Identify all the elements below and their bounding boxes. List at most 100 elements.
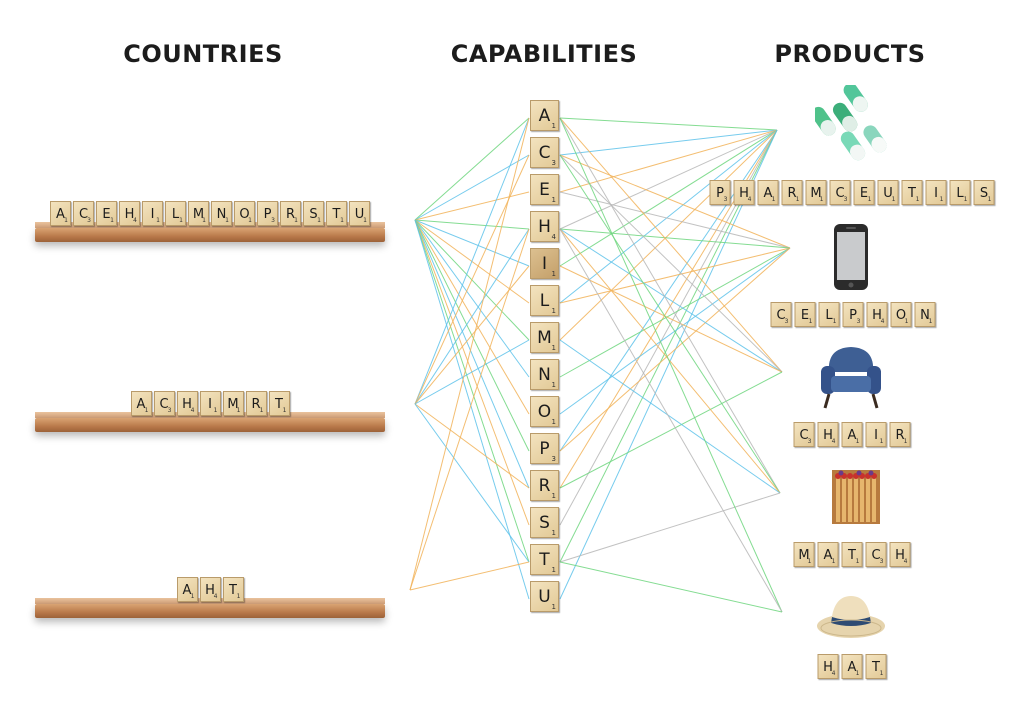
tile-letter: H [182, 397, 192, 412]
tile-letter: A [847, 428, 857, 443]
tile-letter: L [825, 308, 833, 323]
tile-letter: N [920, 308, 930, 323]
tile-points: 1 [855, 670, 860, 677]
tile-letter: I [934, 186, 938, 201]
tile-points: 1 [259, 407, 264, 414]
tile-points: 1 [807, 558, 812, 565]
tile-letter: T [908, 186, 916, 201]
tile-points: 3 [807, 438, 812, 445]
tile-letter: S [309, 207, 318, 222]
connection-line [559, 129, 778, 193]
tile-letter: A [847, 660, 857, 675]
tile-letter: R [251, 397, 261, 412]
tile-letter: H [205, 583, 215, 598]
connection-line [559, 247, 791, 304]
connection-line [559, 228, 791, 249]
tile-points: 1 [928, 318, 933, 325]
tile-letter: S [539, 513, 550, 533]
connection-line [409, 117, 530, 591]
connection-line [559, 154, 791, 249]
tile-letter: P [849, 308, 857, 323]
tile-points: 3 [551, 455, 556, 463]
tile-points: 3 [167, 407, 172, 414]
tile-letter: T [332, 207, 341, 222]
tile-points: 1 [340, 217, 344, 224]
tile-points: 1 [236, 593, 241, 600]
connection-line [559, 265, 783, 373]
tile-points: 1 [915, 196, 920, 203]
matchbox-icon [832, 470, 880, 524]
products-heading: PRODUCTS [774, 40, 926, 68]
tile-points: 4 [133, 217, 137, 224]
tile-points: 1 [551, 307, 556, 315]
tile-points: 1 [963, 196, 968, 203]
tile-points: 1 [551, 196, 556, 204]
tile-letter: R [895, 428, 905, 443]
connection-line [559, 129, 778, 230]
connection-line [559, 117, 783, 373]
tile-points: 1 [855, 558, 860, 565]
tile-letter: N [216, 207, 227, 222]
tile-points: 1 [236, 407, 241, 414]
tile-points: 4 [190, 407, 195, 414]
tile-letter: T [848, 548, 856, 563]
tile-letter: R [538, 476, 551, 496]
tile-letter: T [539, 550, 550, 570]
tile-points: 1 [551, 418, 556, 426]
connection-line [414, 191, 530, 221]
tile-letter: A [182, 583, 192, 598]
tile-points: 1 [282, 407, 287, 414]
connection-line [559, 129, 778, 452]
tile-letter: E [800, 308, 810, 323]
connection-line [559, 191, 791, 249]
cellphone-icon [834, 224, 868, 290]
connection-line [559, 371, 783, 489]
connection-line [559, 117, 783, 613]
tile-letter: C [871, 548, 881, 563]
connection-line [559, 129, 778, 304]
connection-line [414, 219, 530, 600]
tile-points: 1 [363, 217, 367, 224]
tile-letter: T [872, 660, 880, 675]
tile-points: 4 [831, 438, 836, 445]
tile-points: 1 [551, 122, 556, 130]
tile-points: 1 [190, 593, 195, 600]
tile-points: 3 [879, 558, 884, 565]
countries-heading: COUNTRIES [123, 40, 283, 68]
tile-letter: A [823, 548, 833, 563]
tile-points: 1 [317, 217, 321, 224]
tile-letter: U [538, 587, 551, 607]
tile-points: 3 [87, 217, 91, 224]
